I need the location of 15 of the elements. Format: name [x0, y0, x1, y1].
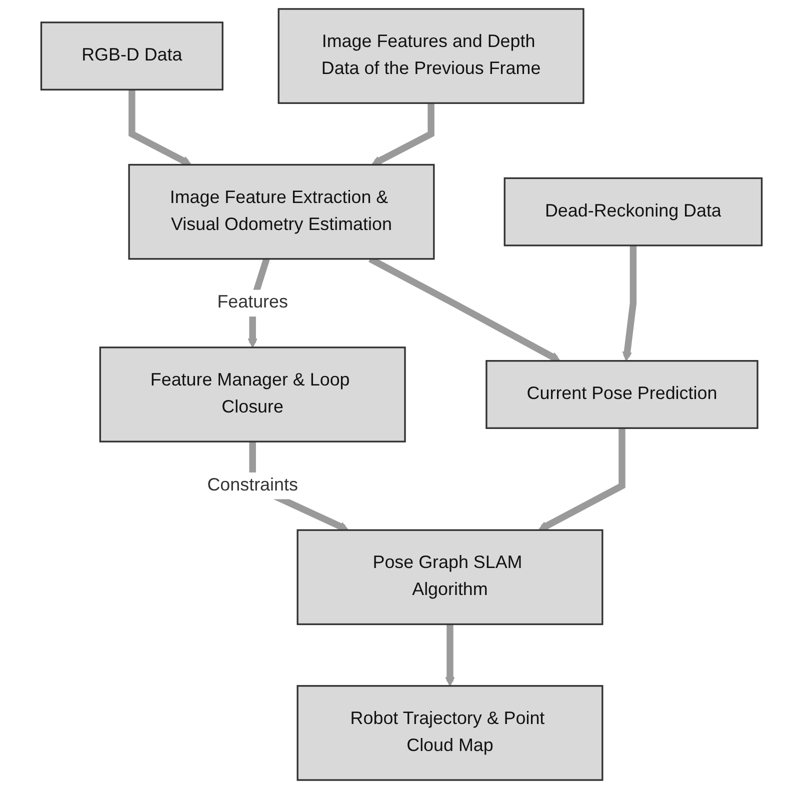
node-box: Current Pose Prediction — [486, 360, 758, 429]
arrow — [622, 245, 637, 362]
node-box: Image Features and Depth Data of the Previous Frame — [278, 8, 584, 104]
node-box: Pose Graph SLAM Algorithm — [296, 529, 604, 626]
node-box: RGB-D Data — [40, 22, 224, 90]
node-box: Image Feature Extraction & Visual Odometry Estimation — [128, 164, 435, 260]
node-box: Feature Manager & Loop Closure — [99, 346, 406, 442]
node-box: Dead-Reckoning Data — [504, 177, 763, 246]
arrow — [538, 428, 626, 531]
node-box: Robot Trajectory & Point Cloud Map — [296, 685, 604, 781]
edge-label: Constraints — [207, 476, 298, 495]
arrow — [371, 103, 434, 166]
edge-label: Features — [217, 293, 288, 312]
arrow — [445, 624, 455, 686]
arrow — [128, 90, 192, 166]
